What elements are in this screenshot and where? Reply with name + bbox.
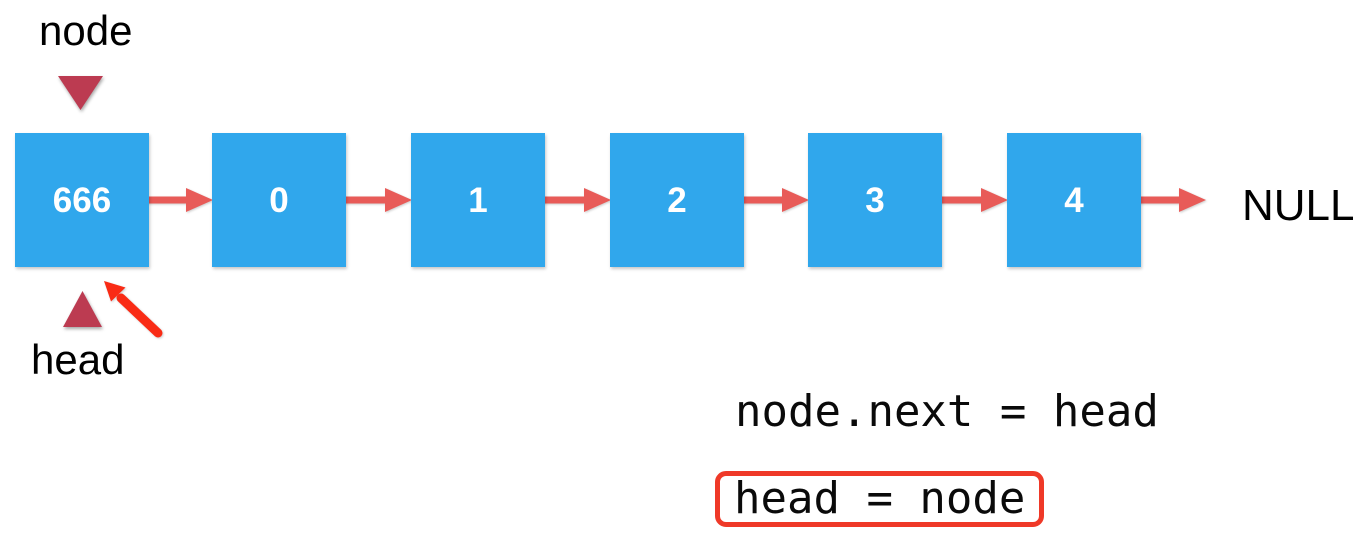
head-pointer-label: head xyxy=(31,336,125,383)
list-node-666: 666 xyxy=(15,133,149,267)
null-terminator-label: NULL xyxy=(1242,181,1355,230)
node-value: 1 xyxy=(468,180,488,220)
node-pointer-label: node xyxy=(39,7,133,54)
node-value: 0 xyxy=(269,180,289,220)
code-line-head-assignment: head = node xyxy=(734,473,1026,524)
head-pointer-triangle-icon xyxy=(63,291,102,327)
head-reassign-arrow-icon xyxy=(104,281,163,338)
list-node-2: 2 xyxy=(610,133,744,267)
list-node-3: 3 xyxy=(808,133,942,267)
node-pointer-triangle-icon xyxy=(58,76,103,110)
node-value: 3 xyxy=(865,180,885,220)
node-value: 666 xyxy=(52,180,112,220)
list-node-0: 0 xyxy=(212,133,346,267)
list-node-1: 1 xyxy=(411,133,545,267)
node-value: 4 xyxy=(1064,180,1084,220)
node-value: 2 xyxy=(667,180,687,220)
code-highlight-box: head = node xyxy=(715,471,1045,527)
list-node-4: 4 xyxy=(1007,133,1141,267)
code-line-node-next-assignment: node.next = head xyxy=(735,386,1159,437)
